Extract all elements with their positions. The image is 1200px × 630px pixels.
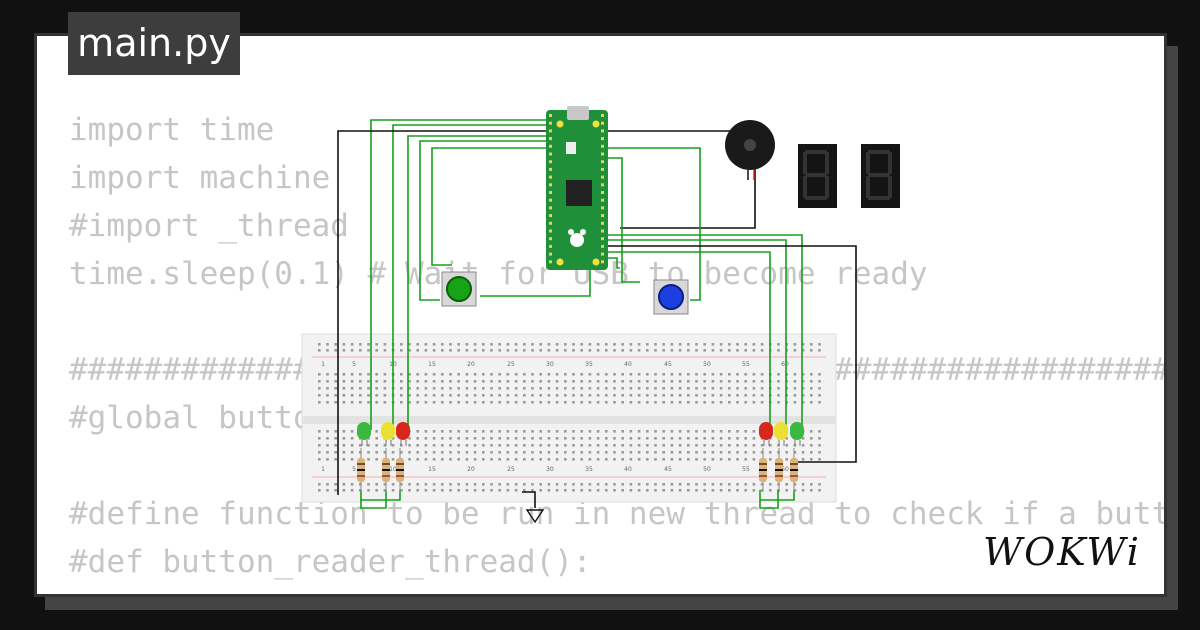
breadboard-column-number: 25 [507, 466, 515, 473]
blue-pushbutton[interactable] [653, 279, 689, 315]
buzzer[interactable] [725, 120, 775, 180]
led-red-left[interactable] [396, 422, 410, 446]
led-red-right[interactable] [759, 422, 773, 446]
file-tab[interactable]: main.py [68, 12, 240, 75]
code-line: import time [69, 112, 275, 148]
resistors [357, 448, 798, 492]
breadboard-column-number: 15 [428, 361, 436, 368]
resistor [790, 448, 798, 492]
resistor [775, 448, 783, 492]
breadboard-column-number: 50 [703, 361, 711, 368]
breadboard-column-number: 5 [352, 466, 356, 473]
breadboard-column-number: 35 [585, 466, 593, 473]
led-yellow-right[interactable] [774, 422, 788, 446]
logo-text: WOKWi [983, 530, 1141, 574]
resistor [396, 448, 404, 492]
ground-icon [525, 509, 545, 524]
breadboard-column-number: 10 [389, 466, 397, 473]
breadboard-column-number: 40 [624, 361, 632, 368]
breadboard-column-number: 1 [321, 361, 325, 368]
breadboard-column-number: 55 [742, 466, 750, 473]
breadboard-column-number: 60 [781, 466, 789, 473]
led-yellow-left[interactable] [381, 422, 395, 446]
breadboard-column-number: 1 [321, 466, 325, 473]
seven-segment-display-2 [861, 144, 900, 208]
code-line: # global button_pressed [69, 586, 1164, 594]
code-line: #import _thread [69, 208, 349, 244]
wires [337, 119, 857, 509]
breadboard-column-number: 20 [467, 466, 475, 473]
led-green-left[interactable] [357, 422, 371, 446]
breadboard-column-number: 40 [624, 466, 632, 473]
raspberry-logo-icon [568, 229, 586, 247]
resistor [357, 448, 365, 492]
breadboard-column-number: 15 [428, 466, 436, 473]
code-line: import machine [69, 160, 331, 196]
breadboard-column-number: 20 [467, 361, 475, 368]
led-green-right[interactable] [790, 422, 804, 446]
green-pushbutton[interactable] [441, 271, 477, 307]
code-line: #def button_reader_thread(): [69, 544, 592, 580]
pico-pins [549, 114, 604, 264]
breadboard-column-number: 50 [703, 466, 711, 473]
code-line: time.sleep(0.1) # Wait for USB to become… [69, 256, 928, 292]
breadboard-column-number: 55 [742, 361, 750, 368]
breadboard-column-number: 45 [664, 361, 672, 368]
breadboard-column-number: 60 [781, 361, 789, 368]
raspberry-pi-pico[interactable] [546, 106, 608, 270]
breadboard-column-number: 45 [664, 466, 672, 473]
breadboard-column-number: 5 [352, 361, 356, 368]
breadboard-holes [318, 343, 821, 492]
breadboard-column-number: 25 [507, 361, 515, 368]
resistor [759, 448, 767, 492]
wokwi-logo: WOKWi [983, 530, 1141, 574]
resistor [382, 448, 390, 492]
seven-segment-display-1 [798, 144, 837, 208]
breadboard-column-number: 35 [585, 361, 593, 368]
breadboard-column-number: 30 [546, 466, 554, 473]
breadboard-column-number: 30 [546, 361, 554, 368]
